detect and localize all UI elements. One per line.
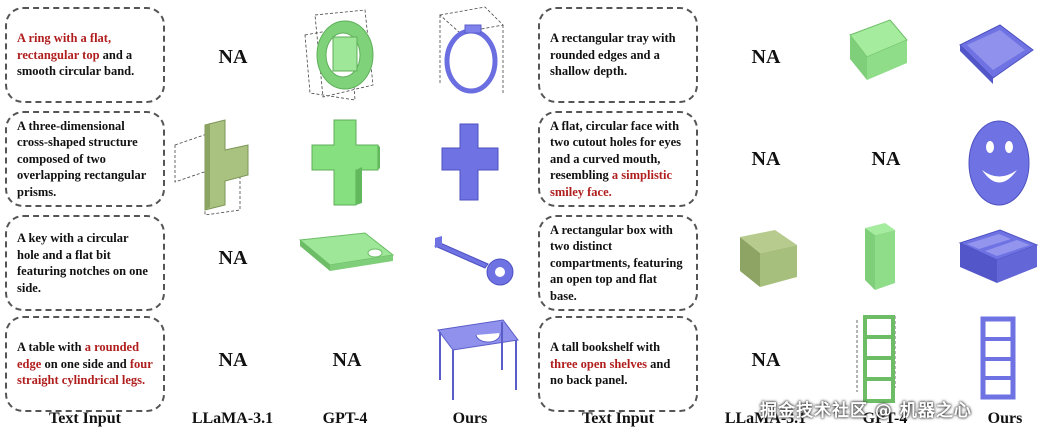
col-label-gpt4-left: GPT-4 bbox=[322, 410, 368, 427]
gpt4-ring-render bbox=[295, 5, 390, 103]
ours-compartment-box-render bbox=[955, 225, 1040, 290]
prompt-text: A table with a rounded edge on one side … bbox=[17, 339, 153, 389]
prompt-right-3: A rectangular box with two distinct comp… bbox=[538, 215, 698, 311]
prompt-right-1: A rectangular tray with rounded edges an… bbox=[538, 7, 698, 103]
na-label-llama-right-row1: NA bbox=[751, 46, 781, 68]
highlighted-phrase: three open shelves bbox=[550, 356, 647, 371]
prompt-text: A key with a circular hole and a flat bi… bbox=[17, 230, 153, 296]
na-label-llama-right-row2: NA bbox=[751, 148, 781, 170]
na-label-llama-row1: NA bbox=[218, 46, 248, 68]
prompt-left-1: A ring with a flat, rectangular top and … bbox=[5, 7, 165, 103]
prompt-right-2: A flat, circular face with two cutout ho… bbox=[538, 111, 698, 207]
highlighted-phrase: a simplistic smiley face. bbox=[550, 168, 672, 199]
ours-key-render bbox=[430, 228, 520, 288]
prompt-text: A tall bookshelf with three open shelves… bbox=[550, 339, 686, 389]
gpt4-bookshelf-render bbox=[855, 312, 905, 404]
gpt4-cross-render bbox=[310, 115, 380, 210]
col-label-llama-right: LLaMA-3.1 bbox=[724, 410, 807, 427]
prompt-text: A flat, circular face with two cutout ho… bbox=[550, 118, 686, 201]
prompt-phrase: A rectangular tray with rounded edges an… bbox=[550, 31, 676, 79]
col-label-llama-left: LLaMA-3.1 bbox=[191, 410, 274, 427]
ours-cross-render bbox=[440, 120, 500, 205]
col-label-text-input-left: Text Input bbox=[49, 410, 121, 427]
highlighted-phrase: a rounded edge bbox=[17, 340, 140, 371]
na-label-llama-row3: NA bbox=[218, 247, 248, 269]
prompt-phrase: and no back panel. bbox=[550, 356, 671, 388]
prompt-phrase: A rectangular box with two distinct comp… bbox=[550, 222, 683, 303]
prompt-phrase: A key with a circular hole and a flat bi… bbox=[17, 231, 148, 295]
watermark: 掘金技术社区 @ 机器之心 bbox=[760, 401, 972, 421]
highlighted-phrase: A ring with a flat, rectangular top bbox=[17, 31, 112, 62]
prompt-phrase: A table with bbox=[17, 340, 85, 355]
prompt-text: A ring with a flat, rectangular top and … bbox=[17, 30, 153, 80]
gpt4-box-render bbox=[860, 218, 900, 293]
ours-smiley-render bbox=[962, 115, 1037, 210]
prompt-text: A three-dimensional cross-shaped structu… bbox=[17, 118, 153, 201]
ours-tray-render bbox=[955, 20, 1035, 90]
col-label-ours-left: Ours bbox=[452, 410, 488, 427]
prompt-text: A rectangular tray with rounded edges an… bbox=[550, 30, 686, 80]
prompt-phrase: A three-dimensional cross-shaped structu… bbox=[17, 118, 147, 199]
llama-box-render bbox=[735, 225, 805, 290]
prompt-phrase: and a smooth circular band. bbox=[17, 47, 135, 79]
col-label-text-input-right: Text Input bbox=[582, 410, 654, 427]
llama-cross-render bbox=[170, 115, 270, 215]
na-label-gpt4-right-row2: NA bbox=[871, 148, 901, 170]
prompt-text: A rectangular box with two distinct comp… bbox=[550, 222, 686, 305]
prompt-left-2: A three-dimensional cross-shaped structu… bbox=[5, 111, 165, 207]
na-label-gpt4-row4: NA bbox=[332, 349, 362, 371]
na-label-llama-row4: NA bbox=[218, 349, 248, 371]
gpt4-key-render bbox=[295, 225, 395, 285]
ours-ring-render bbox=[425, 3, 515, 103]
col-label-ours-right: Ours bbox=[987, 410, 1023, 427]
col-label-gpt4-right: GPT-4 bbox=[862, 410, 908, 427]
prompt-left-4: A table with a rounded edge on one side … bbox=[5, 316, 165, 412]
highlighted-phrase: four straight cylindrical legs. bbox=[17, 356, 153, 388]
prompt-phrase: on one side and bbox=[41, 356, 130, 371]
prompt-phrase: A tall bookshelf with bbox=[550, 340, 661, 355]
ours-bookshelf-render bbox=[975, 315, 1025, 400]
ours-table-render bbox=[428, 315, 523, 405]
gpt4-tray-render bbox=[845, 15, 915, 85]
na-label-llama-right-row4: NA bbox=[751, 349, 781, 371]
prompt-phrase: A flat, circular face with two cutout ho… bbox=[550, 118, 681, 183]
prompt-left-3: A key with a circular hole and a flat bi… bbox=[5, 215, 165, 311]
prompt-right-4: A tall bookshelf with three open shelves… bbox=[538, 316, 698, 412]
